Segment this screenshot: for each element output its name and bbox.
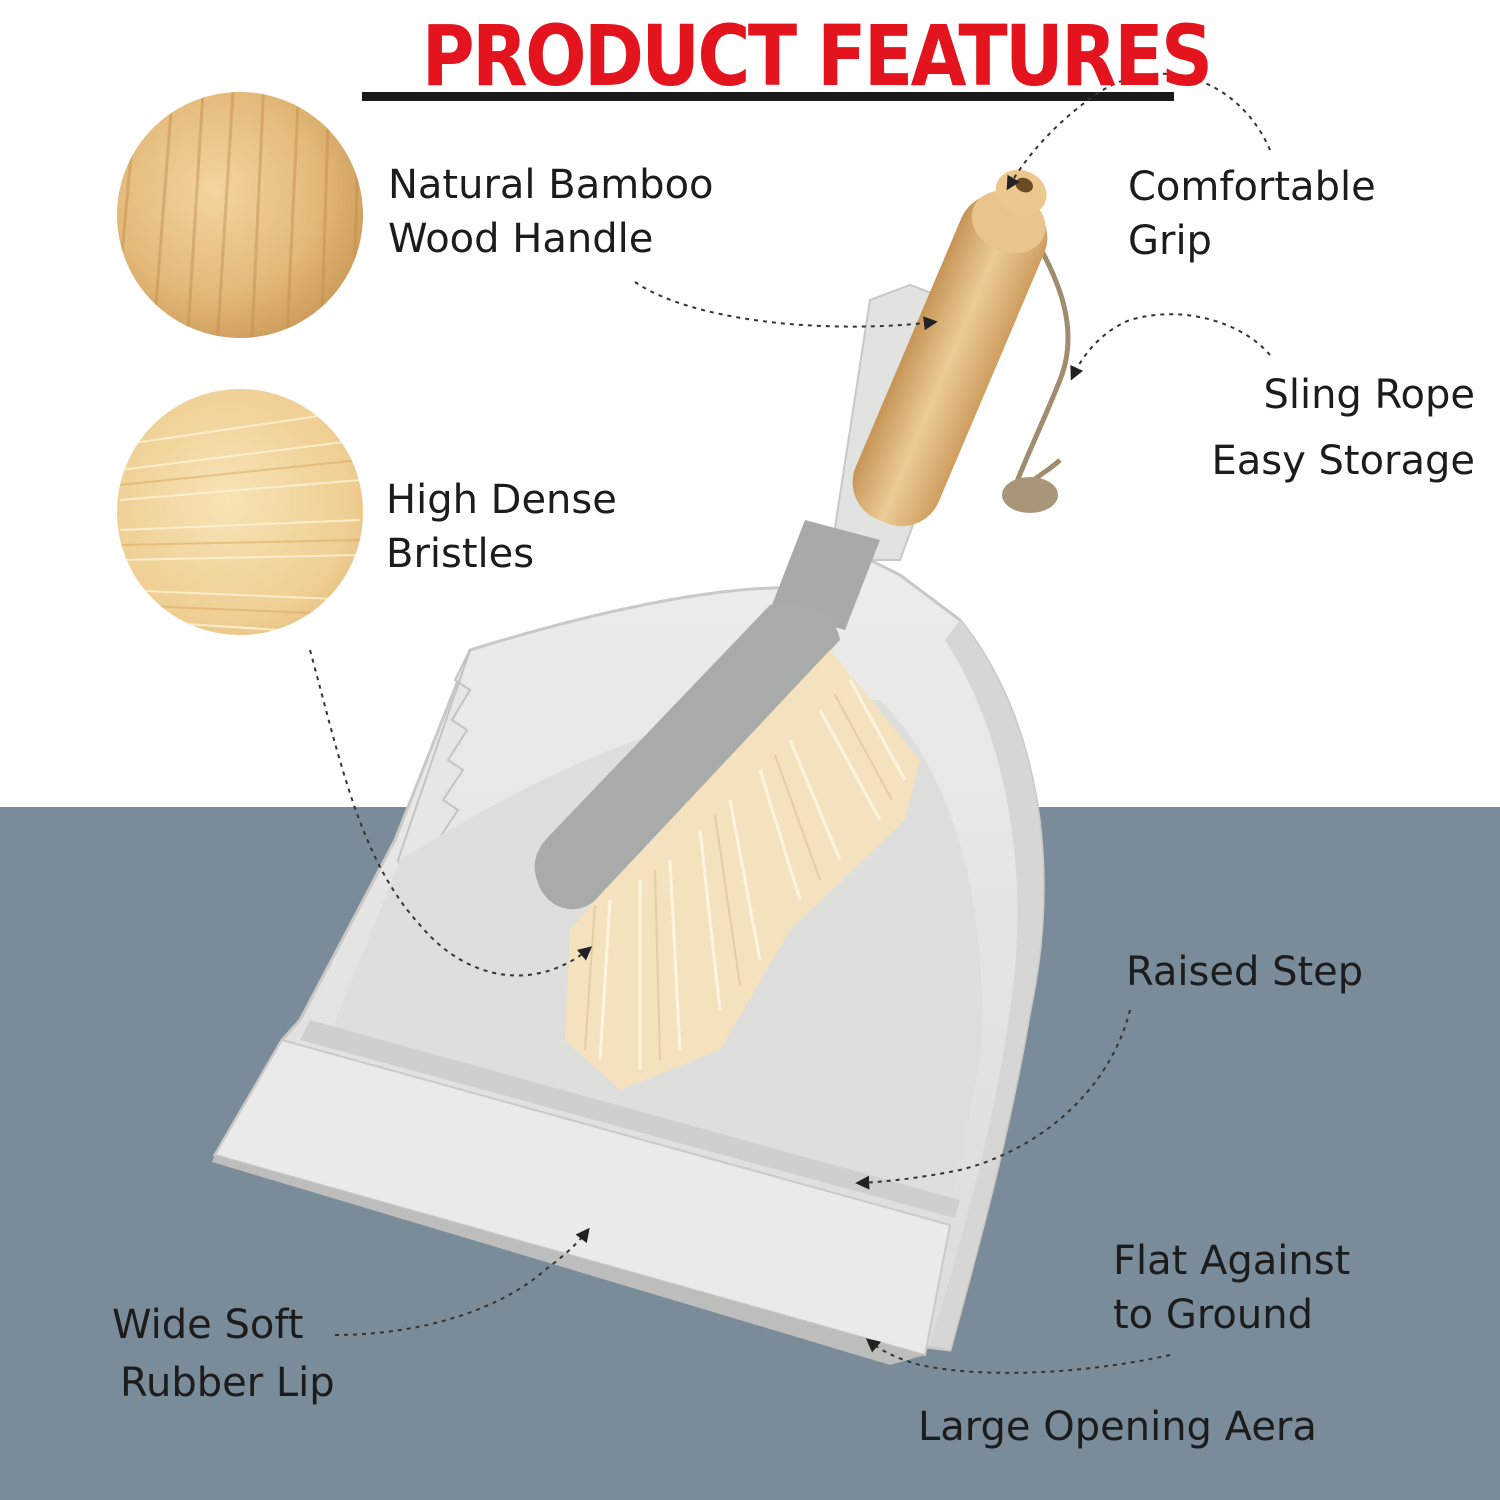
raised-step-ridge <box>300 1020 960 1218</box>
feature-label-lip: Wide Soft Rubber Lip <box>112 1302 335 1406</box>
feature-label-bristles: High Dense Bristles <box>386 477 617 577</box>
feature-label-handle: Natural Bamboo Wood Handle <box>388 162 714 262</box>
feature-label-flat: Flat Against to Ground <box>1113 1238 1351 1338</box>
feature-label-step: Raised Step <box>1126 949 1364 995</box>
bristle-texture-image <box>117 389 363 635</box>
page-title: PRODUCT FEATURES <box>421 7 1213 105</box>
callout-line-bristles <box>309 649 593 977</box>
dustpan-side-wall <box>930 620 1044 1350</box>
bamboo-texture-image <box>117 92 363 338</box>
callout-line-flat <box>865 1338 1171 1374</box>
feature-label-opening: Large Opening Aera <box>918 1404 1317 1450</box>
feature-label-grip: Comfortable Grip <box>1128 164 1376 264</box>
callout-line-rope <box>1070 313 1271 381</box>
title-underline <box>362 92 1174 101</box>
sling-rope <box>1007 228 1071 501</box>
callout-line-handle <box>634 281 938 331</box>
callout-line-lip <box>334 1227 590 1336</box>
feature-label-rope: Sling Rope Easy Storage <box>1211 372 1475 484</box>
brush-head <box>534 601 840 910</box>
